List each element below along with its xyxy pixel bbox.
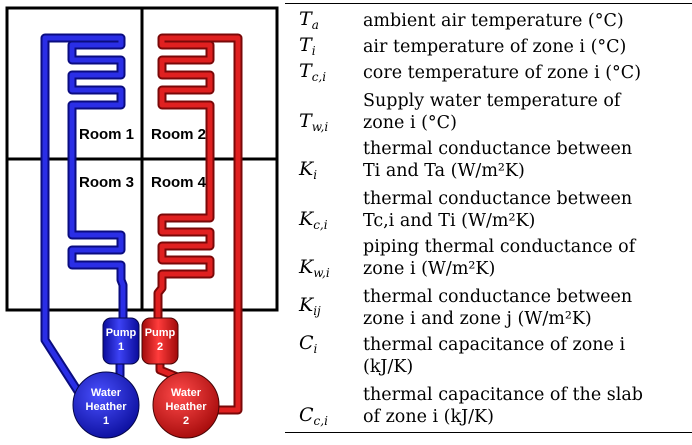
symbol-row: Ti air temperature of zone i (°C) [285, 32, 692, 58]
symbol-name: Kw,i [299, 256, 330, 280]
symbol-row: Ci thermal capacitance of zone i(kJ/K) [285, 330, 692, 378]
table-top-rule [285, 3, 692, 5]
symbol-name: Cc,i [299, 404, 328, 428]
heating-loop-diagram: Room 1 Room 2 Room 3 Room 4 Pump 1 Pump … [5, 6, 279, 439]
water-heater-1-line2: Heather [86, 401, 128, 413]
symbol-name: Tc,i [299, 60, 327, 84]
room-4-label: Room 4 [151, 174, 207, 191]
room-2-label: Room 2 [151, 126, 206, 143]
symbol-description: thermal capacitance of zone i(kJ/K) [363, 335, 626, 377]
water-heater-1: Water Heather 1 [72, 371, 140, 439]
symbol-name: Kij [299, 294, 321, 318]
red-pipe-loop [153, 33, 243, 415]
symbol-row: Tc,i core temperature of zone i (°C) [285, 58, 692, 84]
table-bottom-rule [285, 432, 692, 434]
symbol-row: Ta ambient air temperature (°C) [285, 6, 692, 32]
pump-2: Pump 2 [141, 317, 179, 365]
symbol-description: air temperature of zone i (°C) [363, 37, 627, 57]
symbol-name: Ci [299, 332, 318, 356]
pump-2-number: 2 [157, 341, 163, 353]
room-3-label: Room 3 [79, 174, 134, 191]
symbol-name: Ti [299, 34, 316, 58]
water-heater-2-line1: Water [171, 387, 202, 399]
symbol-description: core temperature of zone i (°C) [363, 63, 642, 83]
symbol-table: Ta ambient air temperature (°C) Ti air t… [285, 0, 692, 445]
water-heater-2-line3: 2 [183, 415, 189, 427]
water-heater-2-line2: Heather [166, 401, 208, 413]
pump-1-label: Pump [106, 327, 137, 339]
symbol-description: ambient air temperature (°C) [363, 11, 624, 31]
pump-1-number: 1 [118, 341, 124, 353]
water-heater-2: Water Heather 2 [152, 371, 220, 439]
symbol-name: Ki [299, 158, 318, 182]
symbol-name: Kc,i [299, 208, 328, 232]
pump-2-label: Pump [145, 327, 176, 339]
symbol-name: Ta [299, 8, 319, 32]
room-1-label: Room 1 [79, 126, 134, 143]
symbol-name: Tw,i [299, 110, 329, 134]
blue-pipe-loop [40, 33, 128, 415]
water-heater-1-line3: 1 [103, 415, 109, 427]
water-heater-1-line1: Water [91, 387, 122, 399]
pump-1: Pump 1 [102, 317, 140, 365]
